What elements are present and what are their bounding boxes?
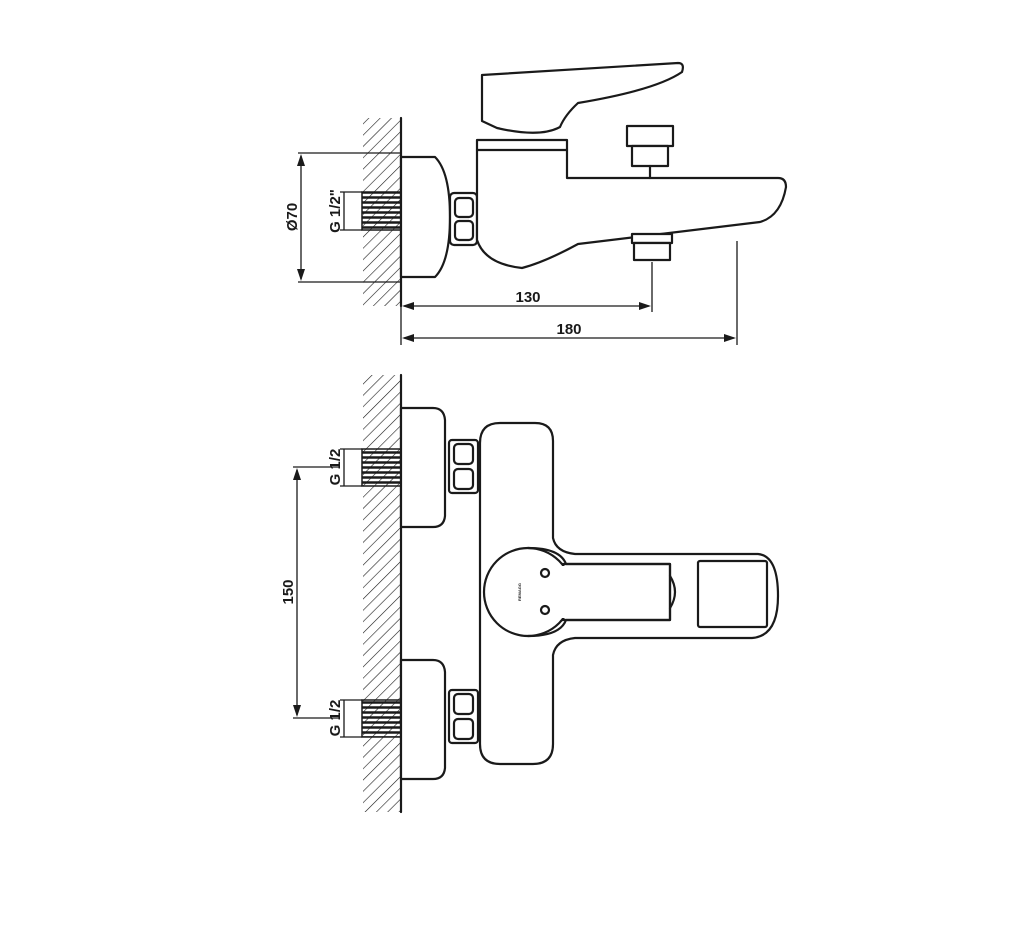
spout-outlet [696,559,769,629]
lever-outline [526,546,672,638]
dim-label-180: 180 [556,321,581,338]
thread-nipple-top [361,448,402,487]
hex-nut-top-face-1 [452,442,475,466]
thread-nipple-bottom [361,699,402,738]
thread-nipple-side [361,191,402,231]
diverter-stem [630,144,670,168]
arrow-130-left [402,302,414,310]
hex-nut-bottom-face-2 [452,717,475,741]
thread-label-side: G 1/2" [327,189,344,233]
mixer-body-side [475,138,788,270]
hex-nut-face-2 [453,219,475,242]
arrow-180-right [724,334,736,342]
dim-label-150: 150 [280,579,297,604]
dim-label-130: 130 [515,289,540,306]
hex-nut-bottom-face-1 [452,692,475,716]
screw-bottom [539,604,551,616]
diverter-knob [625,124,675,148]
diameter-arrow-bottom [297,269,305,281]
lever-cover [528,566,668,618]
wall-flange-bottom [399,658,447,781]
front-view: REMAGG G 1/2 G 1/2 150 [280,373,780,814]
brand-mark: REMAGG [517,583,522,601]
arrow-130-right [639,302,651,310]
aerator-ring [630,232,674,245]
arrow-150-bottom [293,705,301,717]
lever-handle-side [480,61,684,134]
hex-nut-bottom [447,688,480,745]
lever-tip [668,574,677,610]
hex-nut-top [447,438,480,495]
diameter-arrow-top [297,154,305,166]
side-view: Ø70 G 1/2" 130 180 [284,61,788,345]
hex-nut-face-1 [453,196,475,219]
wall-flange-side [399,155,452,279]
hex-nut-top-face-2 [452,467,475,491]
wall-flange-top [399,406,447,529]
diameter-label: Ø70 [284,203,301,231]
aerator-outlet [632,241,672,262]
arrow-180-left [402,334,414,342]
screw-top [539,567,551,579]
arrow-150-top [293,468,301,480]
wall-hatch-bottom [363,375,401,812]
